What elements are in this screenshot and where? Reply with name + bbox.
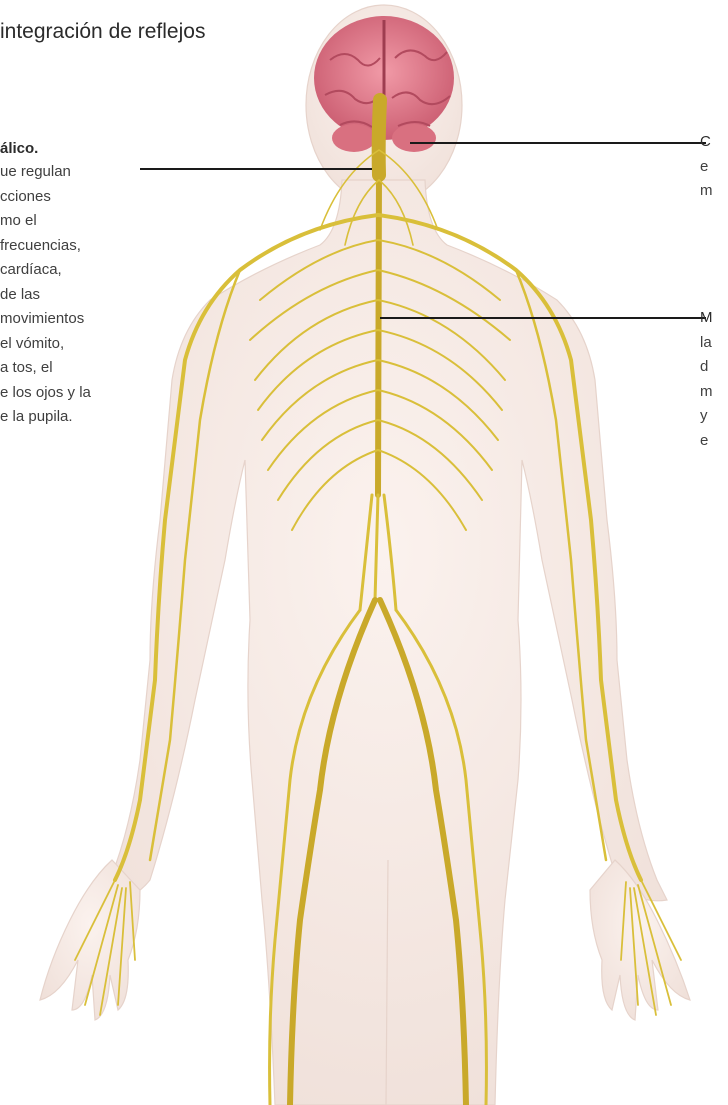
brainstem-annotation-heading: álico. [0,140,38,157]
cerebellum [332,124,376,152]
annotation-line: a tos, el [0,356,91,381]
annotation-line: e los ojos y la [0,381,91,406]
annotation-line: m [700,380,728,405]
brainstem-annotation-text: ue regulan cciones mo el frecuencias, ca… [0,160,91,430]
annotation-line: e [700,429,728,454]
annotation-line: m [700,179,728,204]
annotation-line: M [700,306,728,331]
annotation-line: e [700,155,728,180]
cerebellum-annotation-text: C e m [700,130,728,204]
figure-title: integración de reflejos [0,20,205,44]
annotation-line: frecuencias, [0,234,91,259]
left-hand [40,860,140,1020]
annotation-line: movimientos [0,307,91,332]
annotation-line: ue regulan [0,160,91,185]
annotation-line: el vómito, [0,332,91,357]
annotation-line: d [700,355,728,380]
annotation-line: cardíaca, [0,258,91,283]
annotation-line: mo el [0,209,91,234]
annotation-line: C [700,130,728,155]
annotation-line: la [700,331,728,356]
annotation-line: y [700,404,728,429]
annotation-line: de las [0,283,91,308]
spinal-cord [378,170,379,495]
annotation-line: cciones [0,185,91,210]
brainstem [379,100,380,175]
annotation-line: e la pupila. [0,405,91,430]
spinal-cord-annotation-text: M la d m y e [700,306,728,453]
